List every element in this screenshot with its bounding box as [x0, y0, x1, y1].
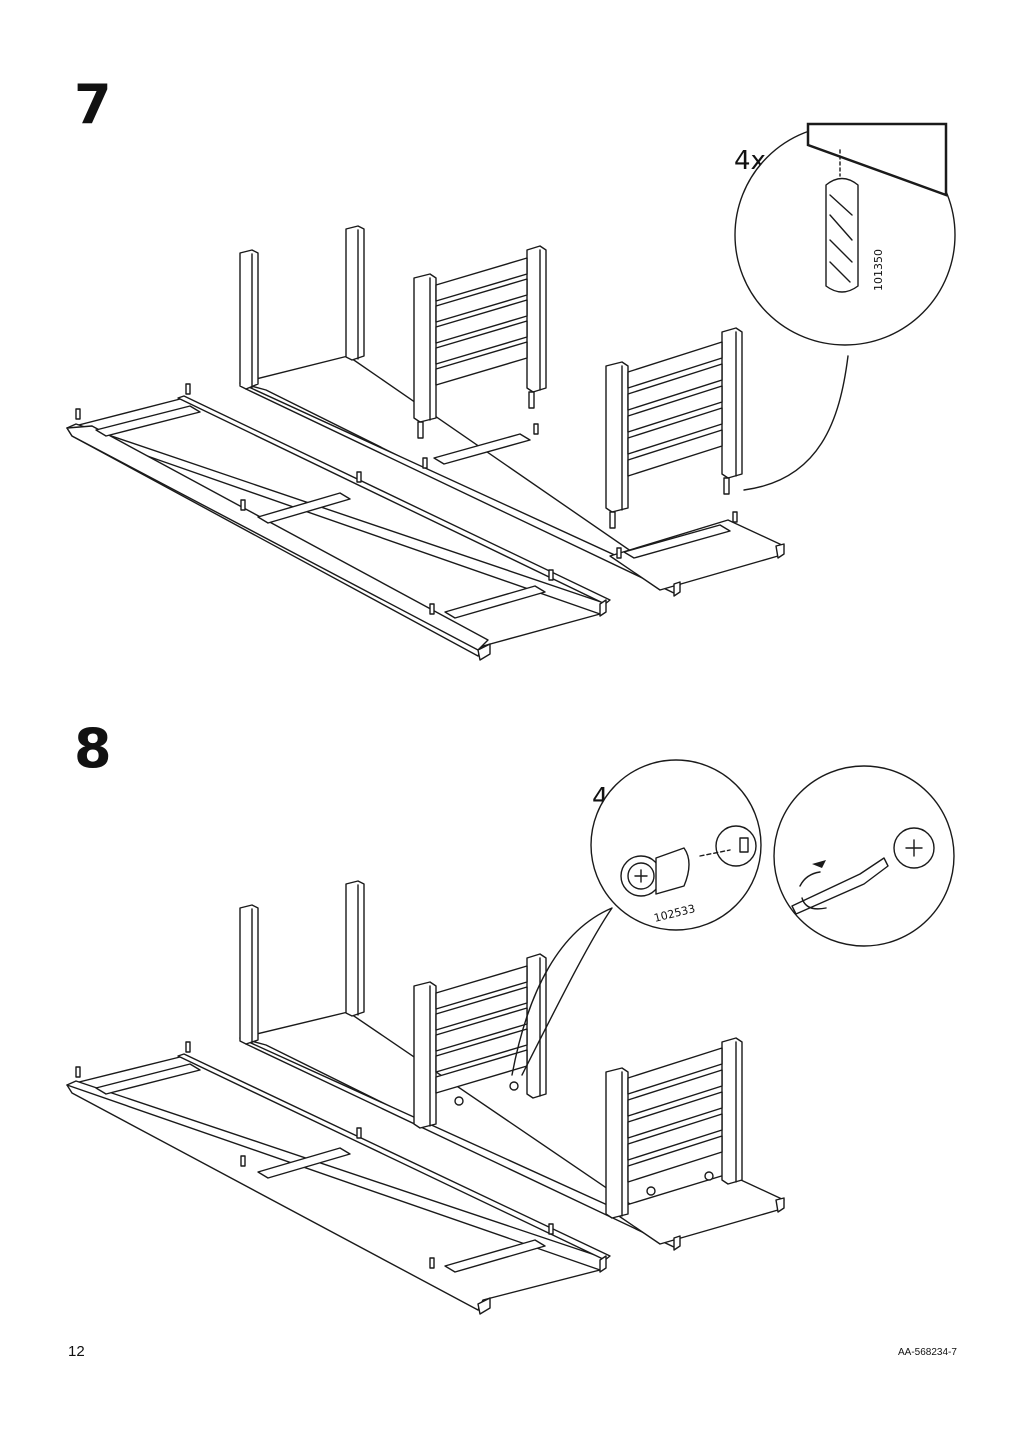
cam-lock-icon: [620, 825, 757, 897]
step-8-number: 8: [74, 717, 112, 780]
slatted-end-panel-2: [605, 327, 743, 529]
wooden-dowel-icon: [825, 177, 859, 293]
step-7-frame-drawing: 101350: [66, 122, 956, 661]
slatted-end-panel-1: [413, 245, 547, 439]
slatted-end-panel-2: [605, 1037, 743, 1219]
screwdriver-icon: [791, 857, 889, 915]
slatted-end-panel-1: [413, 953, 547, 1129]
right-frame: [239, 880, 785, 1251]
dowel-part-number: 101350: [872, 249, 885, 291]
step-8-frame-drawing: 102533: [66, 759, 955, 1315]
left-frame: [66, 1041, 611, 1315]
screwdriver-callout: [773, 765, 955, 947]
dowel-callout: 101350: [734, 122, 956, 491]
document-code: AA-568234-7: [898, 1347, 957, 1358]
page-number: 12: [68, 1343, 85, 1360]
dowel-marks: [75, 383, 554, 615]
left-frame: [66, 383, 611, 661]
right-frame: [239, 225, 785, 597]
cam-lock-callout: 102533: [511, 759, 762, 1076]
step-7-number: 7: [74, 73, 112, 136]
